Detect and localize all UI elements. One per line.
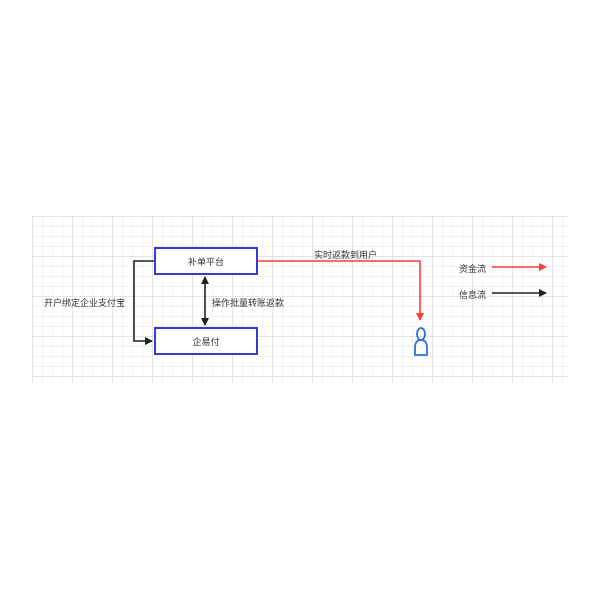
edge-label-batch-transfer: 操作批量转账返款	[212, 299, 285, 309]
node-qiyifu-label: 企易付	[192, 337, 220, 348]
legend-fund-flow-label: 资金流	[459, 265, 487, 275]
diagram-canvas	[32, 216, 568, 383]
legend-info-flow-label: 信息流	[459, 291, 487, 301]
user-icon	[414, 327, 428, 356]
edge-bind-alipay	[133, 260, 154, 345]
node-qiyifu[interactable]: 企易付	[154, 327, 258, 355]
edge-label-realtime-refund: 实时返款到用户	[314, 251, 378, 261]
edge-label-bind-alipay: 开户绑定企业支付宝	[44, 299, 126, 309]
node-platform[interactable]: 补单平台	[154, 247, 258, 275]
edge-realtime-refund	[257, 260, 424, 321]
node-platform-label: 补单平台	[187, 257, 224, 268]
